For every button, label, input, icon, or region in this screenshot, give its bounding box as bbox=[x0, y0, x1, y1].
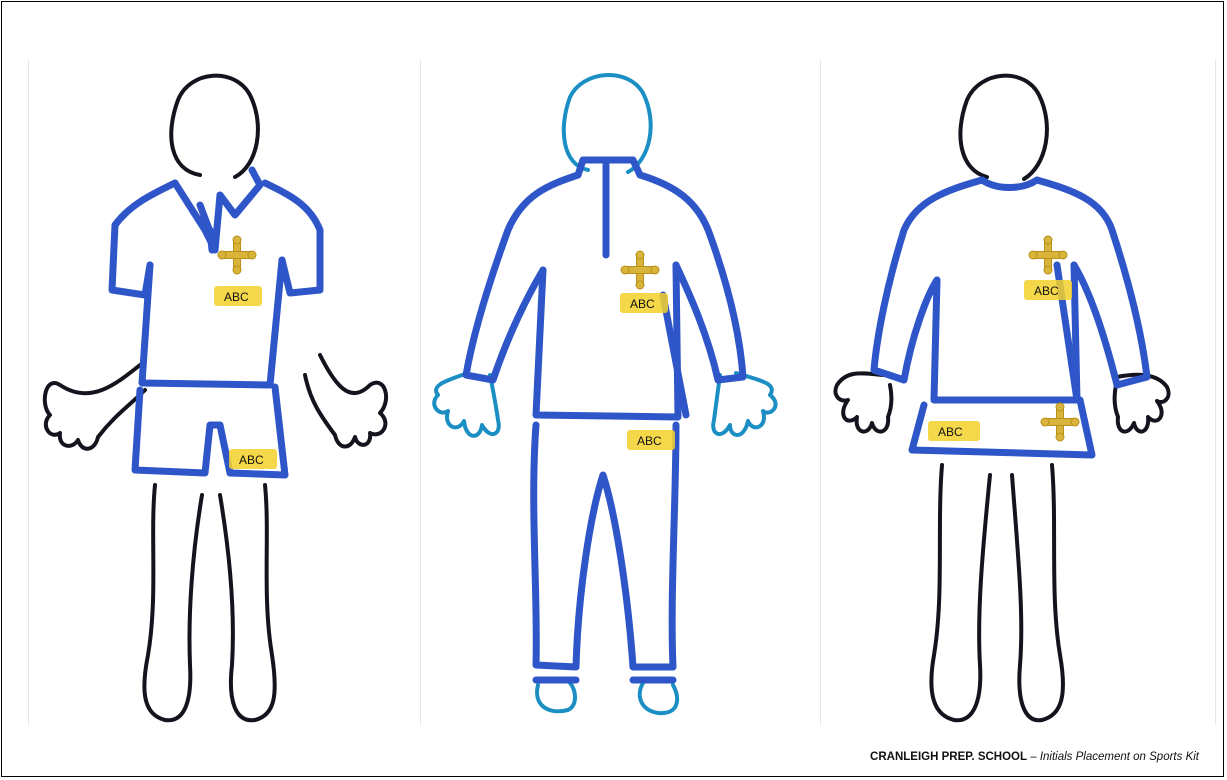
figure-sweater-and-skort: ABC ABC bbox=[812, 55, 1202, 735]
caption-description: Initials Placement on Sports Kit bbox=[1040, 751, 1199, 763]
initials-text: ABC bbox=[938, 425, 963, 439]
initials-label: ABC bbox=[229, 449, 277, 469]
initials-text: ABC bbox=[637, 434, 662, 448]
initials-text: ABC bbox=[239, 453, 264, 467]
panel-divider bbox=[1215, 60, 1216, 725]
page-caption: CRANLEIGH PREP. SCHOOL – Initials Placem… bbox=[870, 751, 1199, 763]
initials-text: ABC bbox=[1034, 284, 1059, 298]
figure-tracksuit: ABC ABC bbox=[418, 55, 808, 735]
initials-label: ABC bbox=[627, 430, 675, 450]
initials-text: ABC bbox=[630, 297, 655, 311]
tracksuit-trousers bbox=[534, 425, 676, 680]
cross-crest-icon bbox=[1029, 236, 1067, 274]
initials-label: ABC bbox=[214, 286, 262, 306]
initials-text: ABC bbox=[224, 290, 249, 304]
caption-separator: – bbox=[1027, 751, 1040, 763]
sweater bbox=[874, 180, 1147, 400]
cross-crest-icon bbox=[218, 236, 256, 274]
body-outline bbox=[45, 76, 386, 721]
cross-crest-icon bbox=[1041, 403, 1079, 441]
initials-label: ABC bbox=[1024, 280, 1072, 300]
cross-crest-icon bbox=[621, 251, 659, 289]
figure-polo-and-shorts: ABC ABC bbox=[20, 55, 410, 735]
school-name: CRANLEIGH PREP. SCHOOL bbox=[870, 751, 1027, 763]
initials-label: ABC bbox=[928, 421, 980, 441]
polo-shirt bbox=[112, 170, 320, 385]
initials-label: ABC bbox=[620, 293, 668, 313]
tracksuit-top bbox=[466, 160, 743, 417]
